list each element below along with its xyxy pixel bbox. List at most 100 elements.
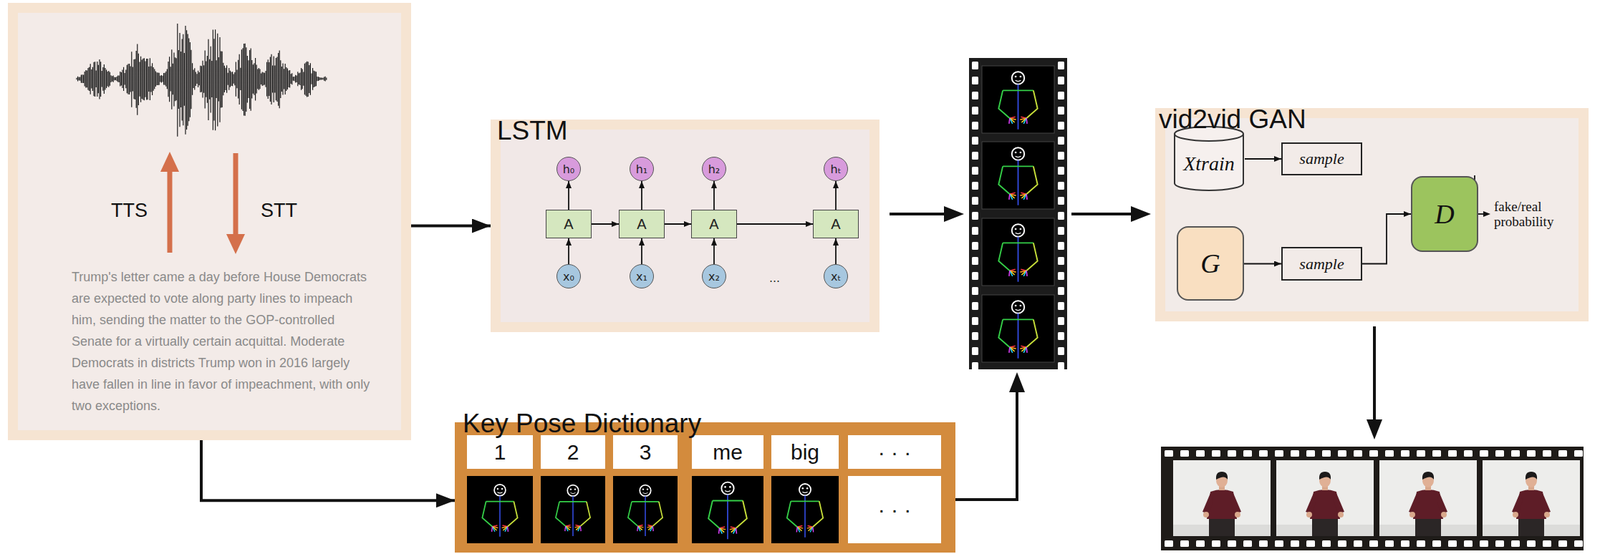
input-circle: x₂ <box>701 264 727 289</box>
node-text: xₜ <box>830 270 841 284</box>
node-text: 2 <box>567 440 580 465</box>
dictionary-panel: Key Pose Dictionary123mebig· · ·· · · <box>454 422 956 553</box>
drawn-part <box>1372 326 1376 423</box>
label-holder: fake/real probability <box>1494 199 1575 230</box>
connector <box>641 181 643 210</box>
discriminator-box: D <box>1410 176 1479 253</box>
label: ... <box>769 270 780 286</box>
connector <box>1244 263 1282 265</box>
connector <box>835 238 837 265</box>
connector <box>591 223 619 225</box>
drawn-part <box>981 295 1055 363</box>
node-text: big <box>790 440 820 465</box>
drawn-part <box>981 218 1055 286</box>
drawn-part <box>1160 446 1584 551</box>
lstm-cell-box: A <box>691 209 737 239</box>
connector <box>567 238 570 265</box>
drawn-part <box>613 476 678 544</box>
drawn-part <box>1379 460 1477 537</box>
node-text: h₂ <box>708 162 721 177</box>
generator-box: G <box>1176 226 1245 301</box>
output-film-strip <box>1160 446 1584 551</box>
drawn-part <box>233 153 239 238</box>
drawn-part <box>998 300 1038 359</box>
connector <box>201 440 455 501</box>
tts-arrow <box>160 151 180 253</box>
dictionary-cell: big <box>771 435 839 470</box>
panel-heading: vid2vid GAN <box>1158 103 1307 135</box>
connector <box>411 224 491 228</box>
sample-box: sample <box>1281 142 1363 176</box>
label: fake/real probability <box>1494 199 1575 230</box>
node-text: Xtrain <box>1183 142 1235 176</box>
dictionary-cell: me <box>691 435 764 470</box>
database-cylinder: Xtrain <box>1173 125 1245 192</box>
drawn-part <box>540 476 606 544</box>
hidden-state-circle: h₂ <box>701 156 727 182</box>
node-text: A <box>709 216 719 233</box>
connector <box>835 181 837 210</box>
drawn-part <box>482 484 518 538</box>
sample-box: sample <box>1281 247 1363 281</box>
node-text: x₁ <box>635 270 648 284</box>
cylinder-body <box>1174 133 1244 191</box>
flow-arrows <box>889 206 1491 500</box>
drawn-part <box>1478 213 1484 215</box>
drawn-part <box>955 391 1018 500</box>
node-text: A <box>563 216 573 233</box>
connector <box>736 223 813 225</box>
input-circle: x₀ <box>556 264 581 289</box>
drawn-part <box>969 58 1068 370</box>
drawn-part <box>969 58 1068 370</box>
node-text: x₂ <box>708 270 720 284</box>
drawn-part <box>691 476 764 544</box>
panel-heading: Key Pose Dictionary <box>462 408 702 440</box>
drawn-part <box>1130 206 1151 223</box>
dictionary-cell: 3 <box>613 435 678 470</box>
panel-ground <box>1165 118 1579 312</box>
node-text: · · · <box>878 497 912 523</box>
input-circle: xₜ <box>823 264 848 289</box>
node-text: sample <box>1299 254 1344 274</box>
dictionary-cell: · · · <box>847 476 942 544</box>
node-text: G <box>1200 247 1220 280</box>
panel-ground <box>454 422 956 553</box>
drawn-part <box>787 484 823 538</box>
drawn-part <box>1482 460 1580 537</box>
drawn-part <box>771 476 839 544</box>
node-text: 3 <box>639 440 652 465</box>
stt-arrow <box>226 153 245 255</box>
drawn-part <box>1009 372 1025 393</box>
hidden-state-circle: hₜ <box>823 156 848 182</box>
lstm-cell-box: A <box>618 209 665 239</box>
dictionary-cell: 2 <box>540 435 606 470</box>
connector <box>567 181 570 210</box>
drawn-part <box>889 212 947 216</box>
drawn-part <box>628 485 663 537</box>
node-text: sample <box>1299 149 1344 169</box>
connector <box>713 238 715 265</box>
hidden-state-circle: h₀ <box>556 156 581 182</box>
drawn-part <box>555 485 591 537</box>
label: TTS <box>111 199 148 223</box>
waveform <box>76 23 327 137</box>
drawn-part <box>1160 446 1584 551</box>
drawn-part <box>943 206 965 223</box>
connector <box>1362 214 1411 265</box>
connector <box>713 181 715 210</box>
drawn-part <box>226 234 245 255</box>
node-text: · · · <box>878 440 912 465</box>
connector <box>664 223 692 225</box>
dictionary-cell: · · · <box>847 435 942 470</box>
drawn-part <box>708 482 748 541</box>
drawn-part <box>1173 460 1271 537</box>
drawn-part <box>1276 460 1374 537</box>
cylinder-top <box>1174 126 1244 142</box>
hidden-state-circle: h₁ <box>629 156 654 182</box>
node-text: A <box>636 216 647 233</box>
drawn-part <box>981 65 1055 134</box>
node-text: hₜ <box>830 162 842 177</box>
node-text: me <box>712 440 743 465</box>
drawn-part <box>1366 419 1383 440</box>
input-circle: x₁ <box>629 264 654 289</box>
